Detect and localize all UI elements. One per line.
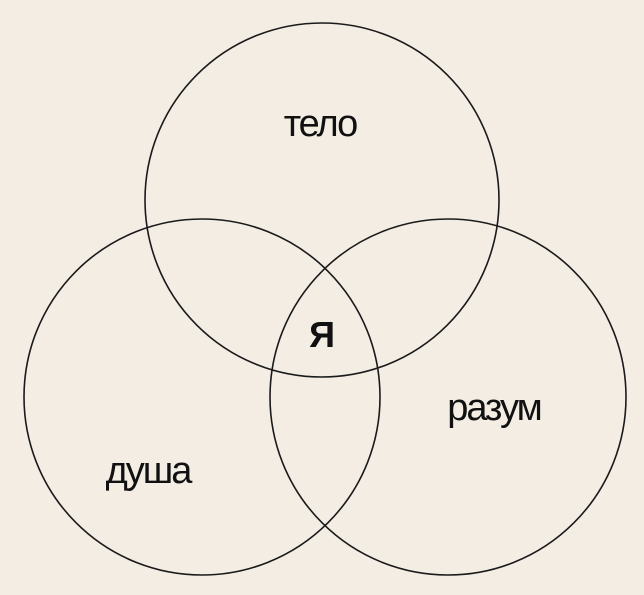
- label-right: разум: [447, 387, 541, 429]
- label-center: Я: [309, 314, 335, 355]
- label-top: тело: [284, 103, 357, 145]
- circle-left: [23, 218, 381, 576]
- label-left: душа: [106, 450, 194, 492]
- circle-right: [269, 218, 627, 576]
- circle-top: [144, 22, 500, 378]
